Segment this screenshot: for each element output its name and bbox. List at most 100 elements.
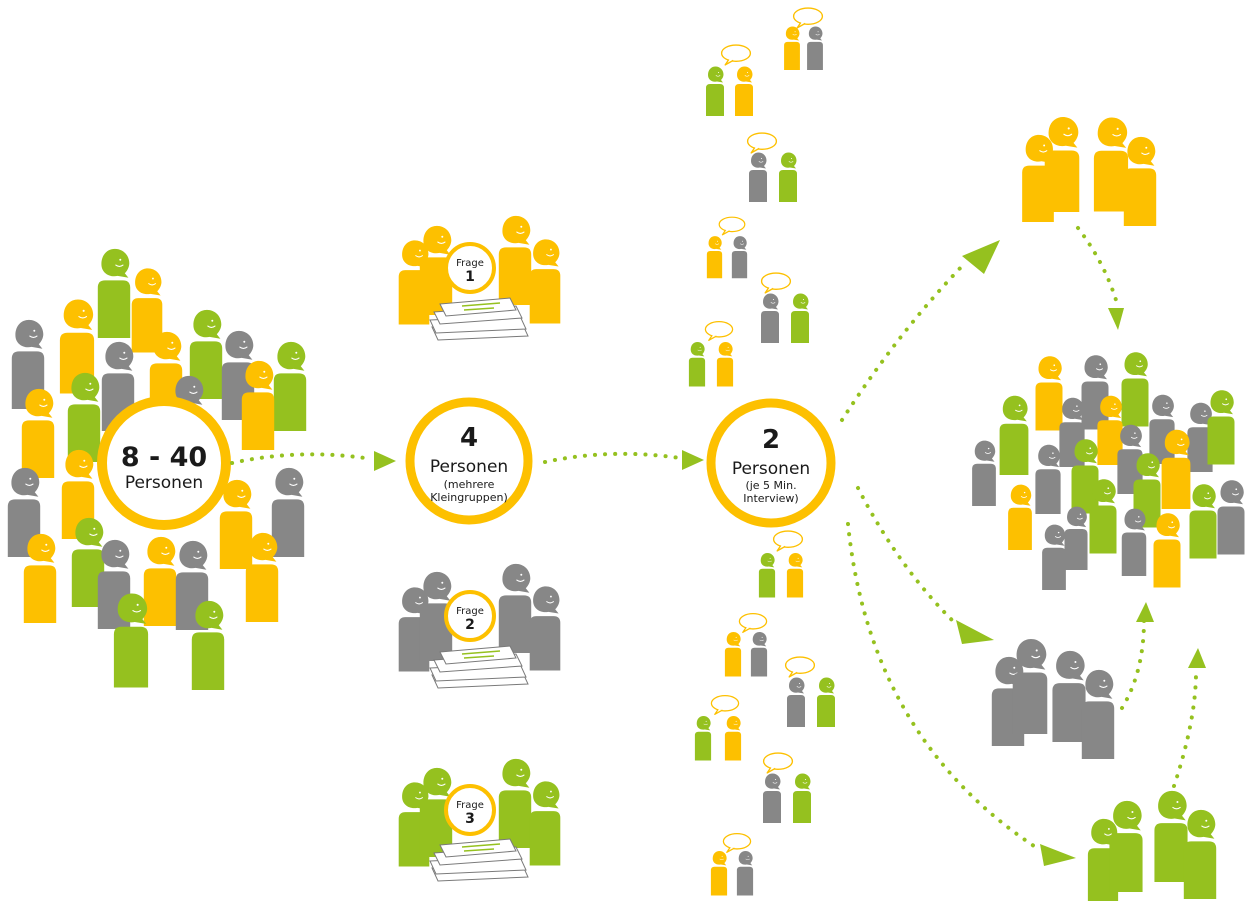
speech-bubble-icon xyxy=(738,612,768,634)
question-word: Frage xyxy=(456,800,484,811)
person-icon xyxy=(786,677,806,728)
person-icon xyxy=(792,773,812,824)
question-number: 3 xyxy=(465,811,475,827)
arrow-heads xyxy=(374,240,1206,866)
arrow-pairs-to-yellow xyxy=(840,260,968,422)
person-icon xyxy=(750,631,768,677)
pairs-count: 2 xyxy=(762,425,780,455)
arrow-gray-to-crowd xyxy=(1120,618,1146,710)
person-icon xyxy=(758,552,776,598)
person-icon xyxy=(1035,355,1063,431)
person-icon xyxy=(748,152,768,203)
person-icon xyxy=(778,152,798,203)
person-icon xyxy=(1081,354,1109,430)
person-icon xyxy=(529,780,561,867)
person-icon xyxy=(1088,478,1118,555)
speech-bubble-icon xyxy=(760,272,792,294)
arrow-head-icon xyxy=(1136,602,1154,622)
person-icon xyxy=(706,235,723,279)
person-icon xyxy=(1161,429,1191,510)
crowd-plenum: 8 - 40 Personen xyxy=(7,248,307,691)
person-icon xyxy=(999,395,1029,476)
groups-stage: 4 Personen (mehrere Kleingruppen) xyxy=(405,397,533,525)
person-icon xyxy=(1217,479,1245,555)
flow-arrows xyxy=(230,226,1198,852)
speech-bubble-icon xyxy=(704,320,734,342)
question-group-3: Frage 3 xyxy=(398,758,561,882)
groups-count: 4 xyxy=(460,423,478,453)
groups-sub-line-2: Kleingruppen) xyxy=(430,491,508,504)
arrow-groups-to-pairs xyxy=(543,451,682,464)
result-group-green xyxy=(1087,790,1217,901)
person-icon xyxy=(734,66,754,117)
person-icon xyxy=(760,293,780,344)
person-icon xyxy=(1044,116,1080,213)
question-number: 1 xyxy=(465,269,475,285)
arrow-yellow-to-crowd xyxy=(1076,226,1118,302)
plenum-label: Personen xyxy=(125,473,203,493)
person-icon xyxy=(1121,351,1149,427)
pairs-label: Personen xyxy=(732,459,810,479)
person-icon xyxy=(762,773,782,824)
person-icon xyxy=(1121,508,1147,577)
paper-stack-icon xyxy=(429,838,529,882)
question-group-1: Frage 1 xyxy=(398,215,561,341)
arrow-head-icon xyxy=(1188,648,1206,668)
person-icon xyxy=(806,26,824,71)
person-icon xyxy=(1153,512,1181,588)
person-icon xyxy=(1207,389,1235,465)
person-icon xyxy=(1051,650,1087,743)
person-icon xyxy=(1148,394,1176,465)
speech-bubble-icon xyxy=(784,656,816,678)
groups-sub-line-1: (mehrere xyxy=(444,478,495,491)
question-number: 2 xyxy=(465,617,475,633)
speech-bubble-icon xyxy=(722,832,752,854)
plenum-ring xyxy=(97,396,231,530)
person-icon xyxy=(1093,116,1129,213)
person-icon xyxy=(1183,809,1217,900)
question-word: Frage xyxy=(456,258,484,269)
person-icon xyxy=(688,341,706,387)
person-icon xyxy=(143,536,177,627)
person-icon xyxy=(736,850,754,896)
person-icon xyxy=(1034,444,1062,515)
result-crowd xyxy=(971,351,1245,591)
result-group-gray xyxy=(991,638,1115,760)
person-icon xyxy=(971,440,997,507)
person-icon xyxy=(816,677,836,728)
person-icon xyxy=(1041,524,1067,591)
person-icon xyxy=(273,341,307,432)
paper-stack-icon xyxy=(429,297,529,341)
person-icon xyxy=(245,532,279,623)
person-icon xyxy=(724,715,742,761)
person-icon xyxy=(219,479,253,570)
question-word: Frage xyxy=(456,606,484,617)
arrow-head-icon xyxy=(682,450,704,470)
speech-bubble-icon xyxy=(746,132,778,154)
result-group-yellow xyxy=(1021,116,1157,227)
person-icon xyxy=(1071,438,1099,514)
arrow-head-icon xyxy=(956,620,994,644)
speech-bubble-icon xyxy=(710,694,740,716)
groups-ring xyxy=(405,397,533,525)
person-icon xyxy=(710,850,728,896)
arrow-plenum-to-groups xyxy=(230,452,374,465)
person-icon xyxy=(694,715,712,761)
person-icon xyxy=(1081,669,1115,760)
speech-bubble-icon xyxy=(792,7,824,29)
arrow-head-icon xyxy=(374,451,396,471)
paper-stack-icon xyxy=(429,645,529,689)
person-icon xyxy=(1064,506,1088,571)
person-icon xyxy=(113,592,149,689)
person-icon xyxy=(1012,638,1048,735)
person-icon xyxy=(716,341,734,387)
person-icon xyxy=(790,293,810,344)
person-icon xyxy=(1189,483,1217,559)
arrow-green-to-crowd xyxy=(1172,670,1198,788)
person-icon xyxy=(1007,484,1033,551)
question-badge xyxy=(444,590,496,642)
arrow-pairs-to-gray xyxy=(856,486,960,628)
plenum-count: 8 - 40 xyxy=(121,442,207,473)
speech-bubble-icon xyxy=(772,530,804,552)
